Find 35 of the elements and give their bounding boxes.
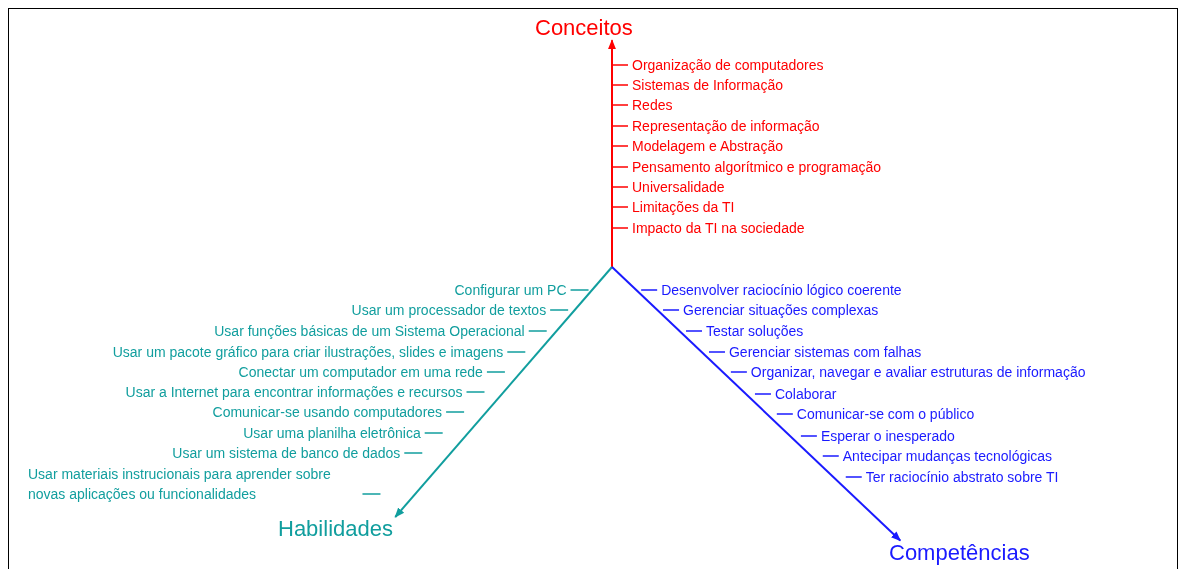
axis-title: Habilidades [278,517,393,542]
list-item-text: Usar funções básicas de um Sistema Operacional [214,322,525,341]
axis-arrow [394,266,613,518]
list-item-text: Limitações da TI [632,198,735,217]
list-item-text: Sistemas de Informação [632,76,783,95]
list-item-text: Testar soluções [706,322,804,341]
list-item-text: Antecipar mudanças tecnológicas [842,447,1053,466]
list-item-text: Impacto da TI na sociedade [632,219,805,238]
list-item-text: Colaborar [774,385,837,404]
list-item-text: Usar um pacote gráfico para criar ilustrações, slides e imagens [112,343,504,362]
list-item-text: Comunicar-se com o público [796,405,975,424]
axis-title: Conceitos [535,16,633,41]
list-item-text: Redes [632,96,673,115]
list-item-text: Ter raciocínio abstrato sobre TI [865,468,1059,487]
list-item-text: Representação de informação [632,117,820,136]
axis-title: Competências [889,541,1030,566]
axis-arrow [608,39,616,268]
list-item-text: Organização de computadores [632,56,824,75]
list-item-text: Gerenciar sistemas com falhas [729,343,922,362]
list-item-text: Usar uma planilha eletrônica [243,424,421,443]
list-item-text: Modelagem e Abstração [632,137,783,156]
list-item-text: Usar um sistema de banco de dados [172,444,401,463]
list-item-text: Universalidade [632,178,725,197]
axis-arrow [611,266,902,542]
list-item-text: Desenvolver raciocínio lógico coerente [661,281,902,300]
list-item-text: Gerenciar situações complexas [683,301,879,320]
list-item-text: Configurar um PC [454,281,567,300]
list-item-text: Usar a Internet para encontrar informações e recursos [125,383,463,402]
list-item-text: Conectar um computador em uma rede [238,363,483,382]
list-item-text: Esperar o inesperado [820,427,955,446]
list-item-text: Usar um processador de textos [351,301,547,320]
list-item-text: Organizar, navegar e avaliar estruturas de informação [750,363,1086,382]
list-item-text: Usar materiais instrucionais para aprender sobre novas aplicações ou funcionalidades [28,465,332,504]
list-item-text: Comunicar-se usando computadores [212,403,443,422]
list-item-text: Pensamento algorítmico e programação [632,158,882,177]
